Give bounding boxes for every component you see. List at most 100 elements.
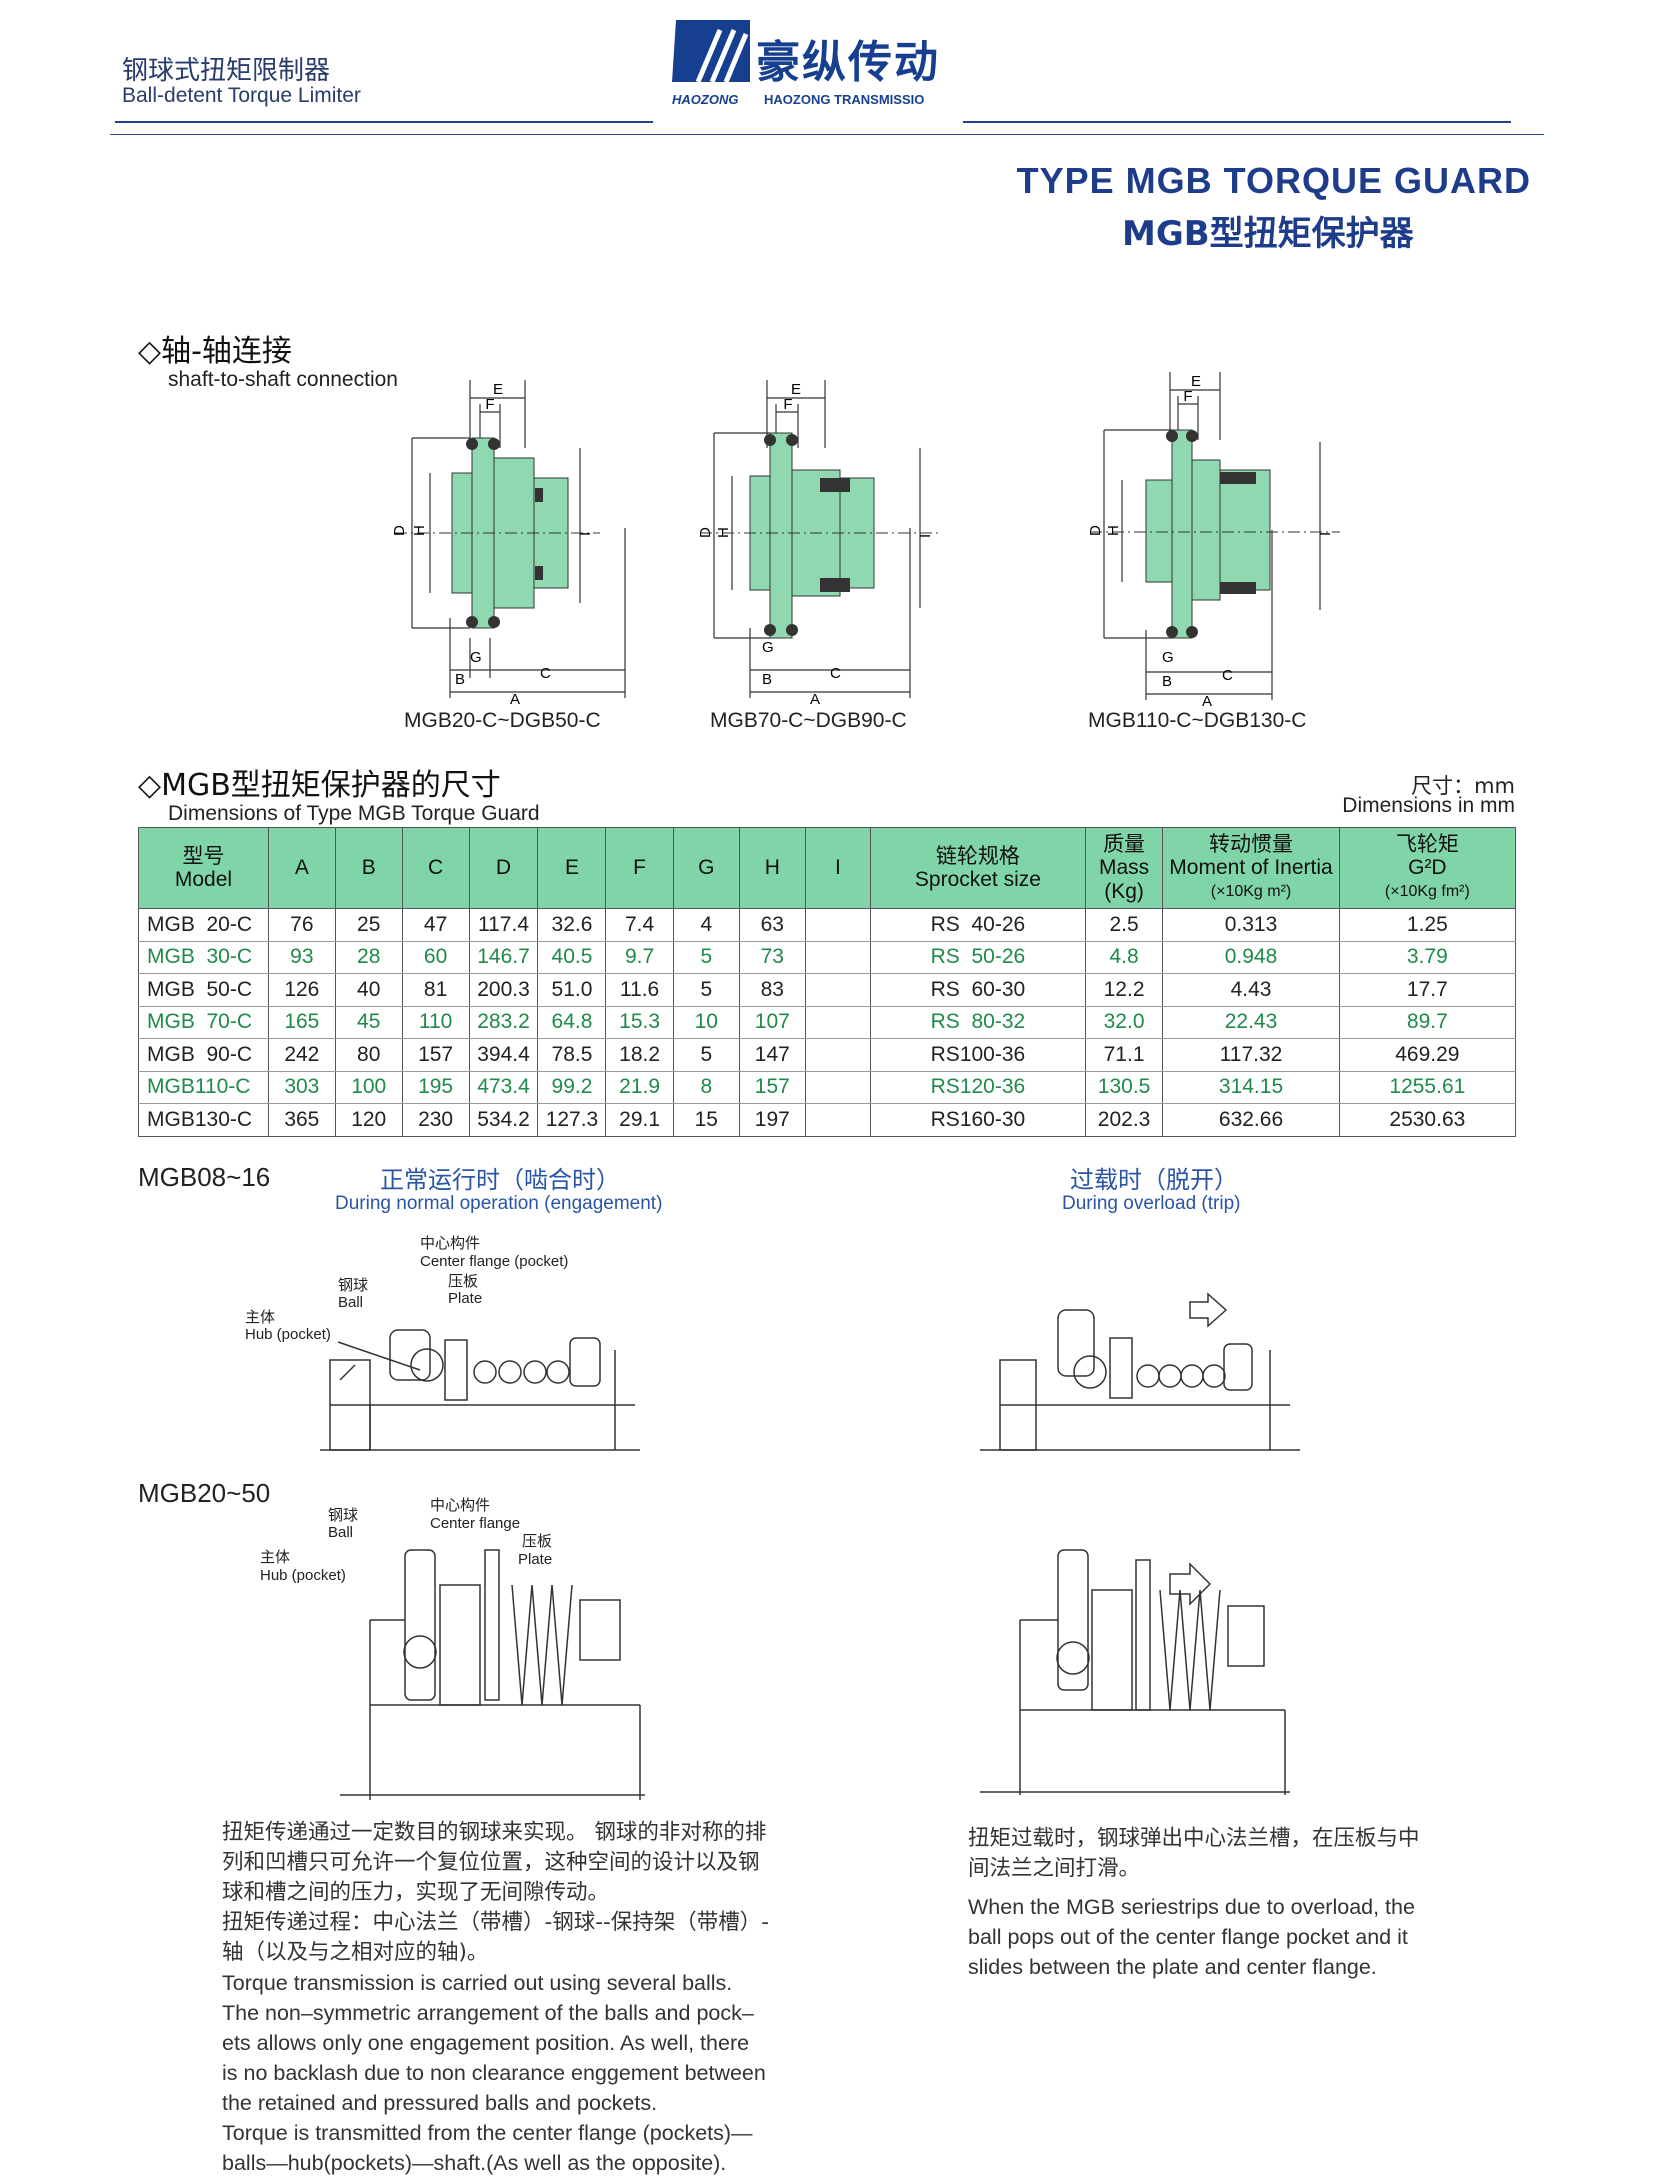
label-center-en: Center flange	[430, 1515, 520, 1532]
text-line: 扭矩过载时，钢球弹出中心法兰槽，在压板与中	[968, 1826, 1420, 1851]
table-cell-h: 107	[738, 1006, 806, 1039]
table-cell-c: 60	[401, 941, 470, 974]
col-e: E	[537, 827, 607, 909]
table-cell-h: 147	[738, 1038, 806, 1072]
table-cell-b: 100	[334, 1071, 403, 1104]
label-ball-en: Ball	[338, 1294, 363, 1311]
header-title-en: Ball-detent Torque Limiter	[122, 84, 361, 107]
label-plate-cn: 压板	[448, 1272, 478, 1290]
table-cell-g: 5	[672, 1038, 740, 1072]
coupling-drawing-3: E F D H I G B C A	[1090, 372, 1340, 708]
table-cell-a: 242	[267, 1038, 336, 1072]
table-cell-mass: 12.2	[1084, 973, 1164, 1007]
text-line: When the MGB seriestrips due to overload…	[968, 1895, 1415, 1919]
header-rule-left	[115, 121, 653, 123]
table-cell-d: 473.4	[468, 1071, 539, 1104]
page-title-cn: MGB型扭矩保护器	[1122, 214, 1414, 254]
table-cell-c: 81	[401, 973, 470, 1007]
table-cell-e: 99.2	[537, 1071, 607, 1104]
text-line: 轴（以及与之相对应的轴)。	[222, 1940, 489, 1965]
dim-label-c: C	[540, 665, 551, 682]
table-cell-mass: 2.5	[1084, 908, 1164, 942]
section1-title: ◇轴-轴连接	[138, 326, 292, 370]
table-cell-b: 45	[334, 1006, 403, 1039]
dim-label-c: C	[830, 665, 841, 682]
dim-label-f: F	[783, 396, 792, 413]
brand-name-cn: 豪纵传动	[756, 37, 940, 88]
table-cell-b: 28	[334, 941, 403, 974]
dim-label-e: E	[493, 381, 503, 398]
section1-subtitle-en: shaft-to-shaft connection	[168, 368, 398, 391]
header-rule-right	[963, 121, 1511, 123]
dim-label-a: A	[1202, 693, 1212, 708]
table-cell-h: 63	[738, 908, 806, 942]
table-cell-h: 157	[738, 1071, 806, 1104]
table-cell-mass: 4.8	[1084, 941, 1164, 974]
col-f: F	[605, 827, 674, 909]
label-plate-en: Plate	[518, 1551, 552, 1568]
section2-title: ◇MGB型扭矩保护器的尺寸	[138, 760, 501, 804]
dim-label-b: B	[762, 671, 772, 688]
overload-title-en: During overload (trip)	[1062, 1193, 1241, 1214]
table-cell-d: 117.4	[468, 908, 539, 942]
brand-logo-icon	[672, 20, 750, 83]
table-cell-sprocket: RS 40-26	[870, 908, 1086, 942]
table-cell-gd: 2530.63	[1338, 1103, 1517, 1137]
col-h: H	[738, 827, 806, 909]
table-cell-e: 127.3	[537, 1103, 607, 1137]
table-cell-g: 4	[672, 908, 740, 942]
table-cell-f: 15.3	[605, 1006, 674, 1039]
diagram-small-normal: 中心构件 Center flange (pocket) 钢球 Ball 压板 P…	[245, 1235, 640, 1451]
label-center-cn: 中心构件	[420, 1235, 480, 1252]
table-cell-sprocket: RS 80-32	[870, 1006, 1086, 1039]
table-cell-a: 303	[267, 1071, 336, 1104]
table-cell-c: 157	[401, 1038, 470, 1072]
table-cell-sprocket: RS 50-26	[870, 941, 1086, 974]
section2-title-cn: MGB型扭矩保护器的尺寸	[161, 768, 501, 803]
dim-label-d: D	[1090, 525, 1104, 536]
diagram-large-normal: 中心构件 Center flange 钢球 Ball 压板 Plate 主体 H…	[260, 1497, 645, 1800]
normal-operation-title-en: During normal operation (engagement)	[335, 1193, 663, 1214]
table-cell-gd: 89.7	[1338, 1006, 1517, 1039]
text-line: 球和槽之间的压力，实现了无间隙传动。	[222, 1880, 610, 1905]
table-cell-mass: 130.5	[1084, 1071, 1164, 1104]
text-line: is no backlash due to non clearance engg…	[222, 2061, 766, 2085]
table-cell-mass: 71.1	[1084, 1038, 1164, 1072]
table-cell-a: 76	[267, 908, 336, 942]
table-cell-i	[804, 1103, 872, 1137]
dim-label-i: I	[1317, 532, 1334, 536]
table-cell-c: 195	[401, 1071, 470, 1104]
table-cell-i	[804, 1071, 872, 1104]
table-cell-g: 10	[672, 1006, 740, 1039]
dim-label-g: G	[470, 649, 482, 666]
table-cell-inertia: 0.313	[1162, 908, 1340, 942]
drawing3-caption: MGB110-C~DGB130-C	[1088, 709, 1307, 732]
table-cell-g: 15	[672, 1103, 740, 1137]
section2-subtitle-en: Dimensions of Type MGB Torque Guard	[168, 802, 540, 825]
dim-label-i: I	[917, 534, 934, 538]
table-cell-f: 21.9	[605, 1071, 674, 1104]
normal-operation-title-cn: 正常运行时（啮合时）	[380, 1166, 620, 1194]
col-d: D	[468, 827, 539, 909]
table-cell-model: MGB130-C	[138, 1103, 269, 1137]
table-cell-sprocket: RS100-36	[870, 1038, 1086, 1072]
table-cell-gd: 1.25	[1338, 908, 1517, 942]
table-cell-g: 5	[672, 973, 740, 1007]
table-cell-inertia: 4.43	[1162, 973, 1340, 1007]
table-cell-h: 73	[738, 941, 806, 974]
table-cell-c: 110	[401, 1006, 470, 1039]
dim-label-a: A	[510, 691, 520, 708]
dim-label-e: E	[1191, 373, 1201, 390]
table-cell-gd: 1255.61	[1338, 1071, 1517, 1104]
table-cell-f: 11.6	[605, 973, 674, 1007]
label-mgb08-16: MGB08~16	[138, 1162, 271, 1192]
table-cell-inertia: 117.32	[1162, 1038, 1340, 1072]
